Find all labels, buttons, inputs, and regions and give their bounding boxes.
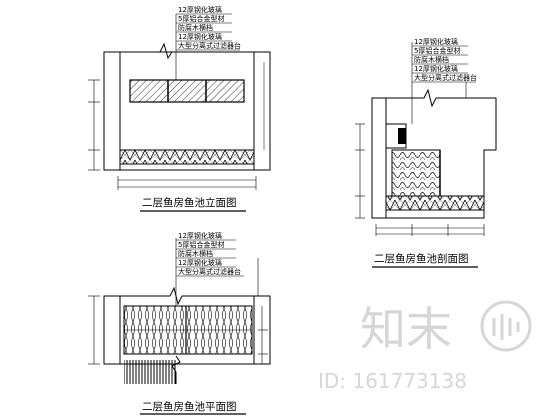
plan-callout-5: 大型分离式过滤器台 bbox=[178, 267, 241, 276]
plan-callout-2: 5厚铝合金型材 bbox=[178, 240, 224, 249]
elevation-title: 二层鱼房鱼池立面图 bbox=[142, 196, 237, 209]
glass-panel bbox=[129, 79, 245, 103]
plan-left-wall bbox=[103, 295, 121, 365]
section-base-trim bbox=[385, 195, 485, 211]
elevation-drawing: 12厚钢化玻璃 5厚铝合金型材 防腐木横档 12厚钢化玻璃 大型分离式过滤器台 … bbox=[88, 5, 271, 212]
elevation-callout-1: 12厚钢化玻璃 bbox=[178, 5, 222, 14]
plan-callout-3: 防腐木横档 bbox=[178, 249, 213, 258]
elevation-callout-5: 大型分离式过滤器台 bbox=[178, 41, 241, 50]
section-title: 二层鱼房鱼池剖面图 bbox=[374, 252, 469, 265]
right-wall bbox=[253, 51, 271, 171]
watermark-brand: 知末 bbox=[360, 302, 452, 356]
plan-title: 二层鱼房鱼池平面图 bbox=[142, 400, 237, 413]
section-callout-5: 大型分离式过滤器台 bbox=[414, 73, 477, 82]
plan-callout-1: 12厚钢化玻璃 bbox=[178, 231, 222, 240]
watermark-logo-icon bbox=[480, 300, 532, 352]
watermark: 知末 ID: 161773138 bbox=[318, 300, 532, 393]
section-water bbox=[391, 149, 441, 197]
plan-drawing: 12厚钢化玻璃 5厚铝合金型材 防腐木横档 12厚钢化玻璃 大型分离式过滤器台 … bbox=[88, 231, 271, 415]
section-callout-1: 12厚钢化玻璃 bbox=[414, 37, 458, 46]
section-left-wall bbox=[371, 97, 387, 219]
section-callout-4: 12厚钢化玻璃 bbox=[414, 64, 458, 73]
elevation-callout-3: 防腐木横档 bbox=[178, 23, 213, 32]
left-wall bbox=[103, 51, 121, 171]
section-drawing: 12厚钢化玻璃 5厚铝合金型材 防腐木横档 12厚钢化玻璃 大型分离式过滤器台 … bbox=[355, 37, 497, 268]
elevation-callout-2: 5厚铝合金型材 bbox=[178, 14, 224, 23]
watermark-id: ID: 161773138 bbox=[318, 369, 467, 393]
base-trim bbox=[119, 149, 255, 165]
elevation-callout-4: 12厚钢化玻璃 bbox=[178, 32, 222, 41]
section-callout-2: 5厚铝合金型材 bbox=[414, 46, 460, 55]
plan-callout-4: 12厚钢化玻璃 bbox=[178, 258, 222, 267]
section-callout-3: 防腐木横档 bbox=[414, 55, 449, 64]
